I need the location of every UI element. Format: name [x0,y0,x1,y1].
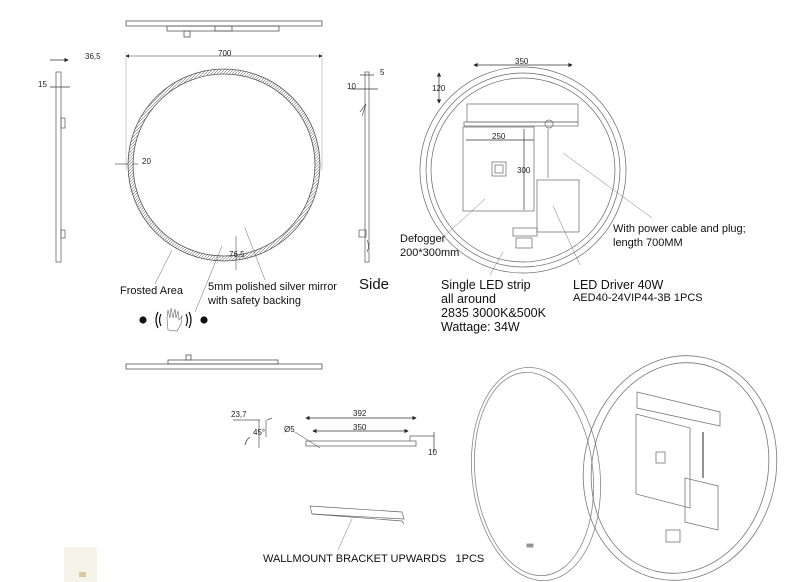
defogger-label-2: 200*300mm [400,247,460,259]
perspective-back-view [582,355,778,581]
bottom-view [125,354,323,370]
perspective-front-view [470,366,602,582]
led-strip-label-3: 2835 3000K&500K [441,306,546,320]
cable-label-2: length 700MM [613,237,683,249]
frosted-area-label: Frosted Area [120,285,183,297]
dim-frame-label: 20 [142,157,151,166]
dim-glass-label: 15 [38,80,47,89]
mirror-spec-label-1: 5mm polished silver mirror [208,281,337,293]
side-view-title: Side [359,276,390,293]
thumbnail [64,547,97,582]
dim-defogger-width-label: 250 [492,132,506,141]
dim-profile-label: 23,7 [231,410,247,419]
side-view [350,71,378,263]
led-strip-label-4: Wattage: 34W [441,320,520,334]
cable-label-1: With power cable and plug; [613,223,746,235]
dim-sensor-offset-label: 76,5 [229,250,245,259]
dim-width-label: 700 [218,49,232,58]
dim-bracket-height-detail-label: 10 [428,448,437,457]
left-profile-view [50,57,70,263]
driver-label-2: AED40-24VIP44-3B 1PCS [573,292,703,304]
led-strip-label-1: Single LED strip [441,278,531,292]
mirror-spec-label-2: with safety backing [208,295,301,307]
top-view [125,20,323,38]
defogger-label-1: Defogger [400,233,446,245]
wallmount-bracket [309,505,405,551]
dim-hole-label: Ø5 [284,425,295,434]
driver-label-1: LED Driver 40W [573,278,664,292]
dim-bracket-width-label: 350 [515,57,529,66]
back-view [419,62,653,276]
front-view [115,52,323,313]
dim-depth-label: 36,5 [85,52,101,61]
dim-defogger-height-label: 300 [517,166,531,175]
dim-side-top-label: 5 [380,68,385,77]
led-strip-label-2: all around [441,292,496,306]
wallmount-bracket-label: WALLMOUNT BRACKET UPWARDS 1PCS [263,553,485,565]
dim-total-length-label: 392 [353,409,367,418]
touch-hand-sensor-icon [139,307,208,332]
dim-inner-length-label: 350 [353,423,367,432]
dim-angle-label: 45° [253,428,266,437]
bracket-detail [233,415,435,452]
dim-side-offset-label: 10 [347,82,356,91]
dim-bracket-height-label: 120 [432,84,446,93]
